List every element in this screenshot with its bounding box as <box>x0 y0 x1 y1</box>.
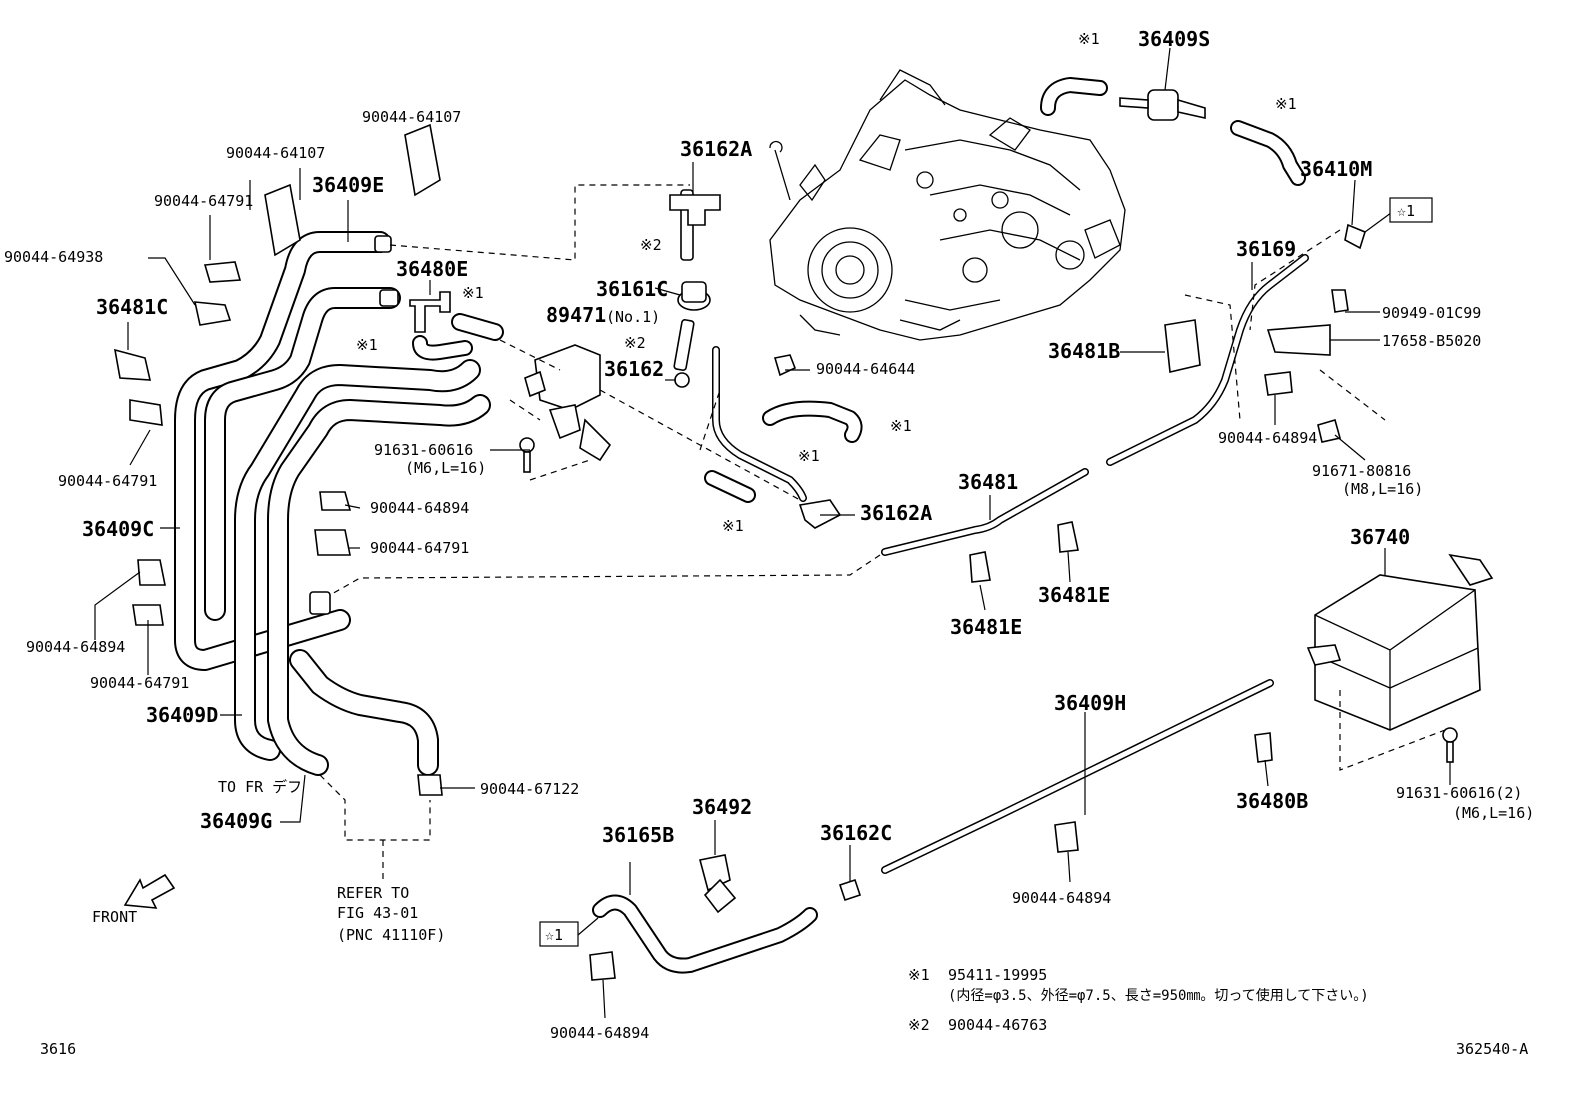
kome2-label: ※2 <box>624 334 646 352</box>
label-36409E: 36409E <box>312 173 384 197</box>
note1-part-number: 95411-19995 <box>948 966 1047 984</box>
canister-36740 <box>1306 553 1494 763</box>
label-to-fr: TO FR デフ <box>218 778 302 796</box>
label-90044-64894: 90044-64894 <box>550 1024 649 1042</box>
label-90044-67122: 90044-67122 <box>480 780 579 798</box>
label-91631-60616-2: 91631-60616(2) <box>1396 784 1522 802</box>
star1-label: ☆1 <box>1397 202 1415 220</box>
label-36162A: 36162A <box>680 137 752 161</box>
clips <box>113 123 1349 981</box>
label-36409S: 36409S <box>1138 27 1210 51</box>
center-small-hoses <box>409 189 863 529</box>
kome1-label: ※1 <box>462 284 484 302</box>
label-36409C: 36409C <box>82 517 154 541</box>
label-36481B: 36481B <box>1048 339 1120 363</box>
kome1-label: ※1 <box>1275 95 1297 113</box>
label-36409G: 36409G <box>200 809 272 833</box>
label-36169: 36169 <box>1236 237 1296 261</box>
label-90044-64107: 90044-64107 <box>226 144 325 162</box>
label-36481C: 36481C <box>96 295 168 319</box>
star1-box <box>539 921 579 947</box>
label-36165B: 36165B <box>602 823 674 847</box>
label-36481E: 36481E <box>950 615 1022 639</box>
note2-mark: ※2 <box>908 1016 930 1034</box>
part-labels: ※1 36409S ※1 36410M ☆1 36169 90949-01C99… <box>4 27 1534 1042</box>
label-90044-64791: 90044-64791 <box>90 674 189 692</box>
label-36409H: 36409H <box>1054 691 1126 715</box>
star1-label: ☆1 <box>545 926 563 944</box>
label-89471: 89471 <box>546 303 606 327</box>
label-90044-64894: 90044-64894 <box>26 638 125 656</box>
note2-part-number: 90044-46763 <box>948 1016 1047 1034</box>
long-pipe-36169-36481 <box>881 254 1309 556</box>
label-89471-no: (No.1) <box>606 308 660 326</box>
notes: ※1 95411-19995 (内径=φ3.5、外径=φ7.5、長さ=950㎜。… <box>908 966 1369 1034</box>
label-91631-spec: (M6,L=16) <box>405 459 486 477</box>
refer-line-2: FIG 43-01 <box>337 904 418 922</box>
label-36162C: 36162C <box>820 821 892 845</box>
kome1-label: ※1 <box>890 417 912 435</box>
filter-36409s-hoses <box>1040 77 1366 250</box>
kome1-label: ※1 <box>1078 30 1100 48</box>
label-90044-64894: 90044-64894 <box>1218 429 1317 447</box>
label-90044-64894: 90044-64894 <box>1012 889 1111 907</box>
label-90044-64644: 90044-64644 <box>816 360 915 378</box>
label-91631-60616: 91631-60616 <box>374 441 473 459</box>
front-arrow-icon <box>123 873 176 909</box>
refer-line-3: (PNC 41110F) <box>337 926 445 944</box>
engine-assembly <box>769 69 1126 341</box>
label-36162: 36162 <box>604 357 664 381</box>
label-90044-64791: 90044-64791 <box>154 192 253 210</box>
label-36409D: 36409D <box>146 703 218 727</box>
vsv-89471 <box>519 344 612 473</box>
label-36480E: 36480E <box>396 257 468 281</box>
figure-id: 362540-A <box>1456 1040 1528 1058</box>
label-91631-2-spec: (M6,L=16) <box>1453 804 1534 822</box>
leader-lines <box>94 47 1451 1019</box>
label-91671-spec: (M8,L=16) <box>1342 480 1423 498</box>
label-17658-B5020: 17658-B5020 <box>1382 332 1481 350</box>
bottom-hoses <box>592 679 1274 974</box>
label-90044-64894: 90044-64894 <box>370 499 469 517</box>
label-36481E: 36481E <box>1038 583 1110 607</box>
label-36492: 36492 <box>692 795 752 819</box>
label-90044-64791: 90044-64791 <box>58 472 157 490</box>
label-36161C: 36161C <box>596 277 668 301</box>
dashed-reference-lines <box>319 184 1446 880</box>
label-36740: 36740 <box>1350 525 1410 549</box>
page-number-left: 3616 <box>40 1040 76 1058</box>
label-36480B: 36480B <box>1236 789 1308 813</box>
label-36410M: 36410M <box>1300 157 1372 181</box>
star1-box <box>1389 197 1433 223</box>
label-90949-01C99: 90949-01C99 <box>1382 304 1481 322</box>
label-90044-64791: 90044-64791 <box>370 539 469 557</box>
kome1-label: ※1 <box>356 336 378 354</box>
label-91671-80816: 91671-80816 <box>1312 462 1411 480</box>
label-front: FRONT <box>92 908 137 926</box>
kome1-label: ※1 <box>798 447 820 465</box>
label-36481: 36481 <box>958 470 1018 494</box>
note1-mark: ※1 <box>908 966 930 984</box>
note1-text: (内径=φ3.5、外径=φ7.5、長さ=950㎜。切って使用して下さい。) <box>948 987 1369 1004</box>
label-90044-64107: 90044-64107 <box>362 108 461 126</box>
kome2-label: ※2 <box>640 236 662 254</box>
label-90044-64938: 90044-64938 <box>4 248 103 266</box>
refer-line-1: REFER TO <box>337 884 409 902</box>
left-hose-bundle <box>174 231 491 776</box>
label-36162A: 36162A <box>860 501 932 525</box>
kome1-label: ※1 <box>722 517 744 535</box>
